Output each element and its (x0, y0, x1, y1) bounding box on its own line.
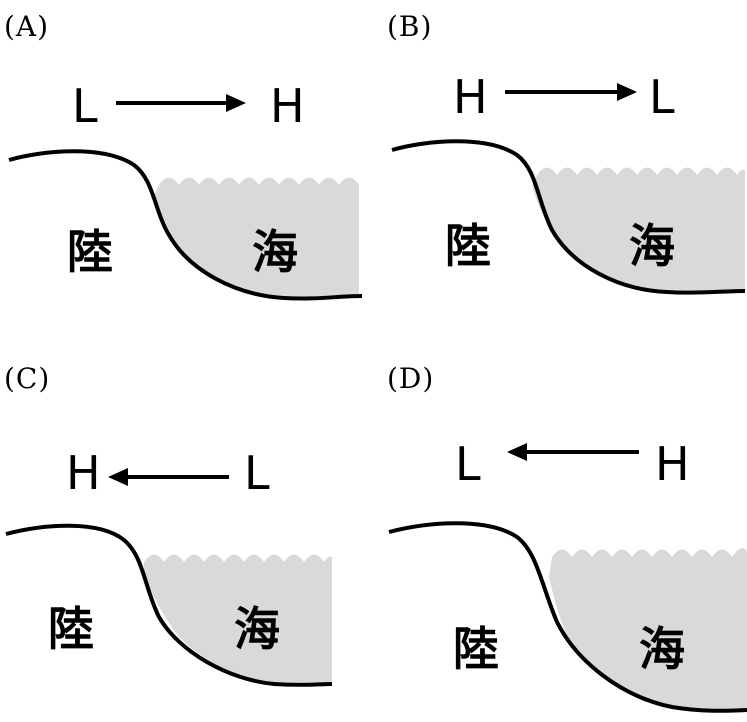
coastline (391, 139, 746, 295)
option-label: (D) (387, 362, 435, 395)
right-pressure-symbol: L (649, 70, 675, 124)
land-sea-diagram: L H 陸 海 (388, 437, 747, 713)
option-label: (A) (4, 10, 50, 43)
sea-label: 海 (234, 602, 280, 656)
arrowhead-icon (226, 94, 246, 112)
sea-area (532, 167, 745, 292)
panel-b: (B) H L 陸 海 (387, 10, 747, 365)
coastline (8, 149, 363, 301)
sea-label: 海 (252, 225, 298, 279)
left-pressure-symbol: L (455, 437, 481, 491)
left-pressure-symbol: L (72, 79, 98, 133)
coastline (5, 523, 333, 687)
option-label: (B) (387, 10, 433, 43)
arrowhead-icon (617, 83, 637, 101)
sea-area (549, 548, 747, 710)
right-pressure-symbol: H (655, 437, 690, 491)
land-sea-diagram: H L 陸 海 (391, 70, 746, 295)
left-pressure-symbol: H (453, 70, 488, 124)
sea-area (144, 554, 332, 684)
panel-c: (C) H L 陸 海 (4, 362, 374, 717)
land-sea-diagram: L H 陸 海 (8, 79, 363, 301)
arrowhead-icon (507, 443, 527, 461)
panel-d: (D) L H 陸 海 (387, 362, 747, 717)
sea-label: 海 (629, 219, 675, 273)
arrowhead-icon (108, 468, 128, 486)
land-sea-diagram: H L 陸 海 (5, 446, 333, 687)
land-label: 陸 (453, 622, 499, 676)
right-pressure-symbol: L (244, 446, 270, 500)
land-label: 陸 (67, 225, 113, 279)
left-pressure-symbol: H (66, 446, 101, 500)
panel-a: (A) L H 陸 海 (4, 10, 374, 365)
option-label: (C) (4, 362, 51, 395)
right-pressure-symbol: H (270, 79, 305, 133)
sea-label: 海 (639, 622, 685, 676)
sea-area (154, 177, 359, 298)
land-label: 陸 (445, 219, 491, 273)
coastline (388, 521, 747, 713)
land-label: 陸 (48, 602, 94, 656)
